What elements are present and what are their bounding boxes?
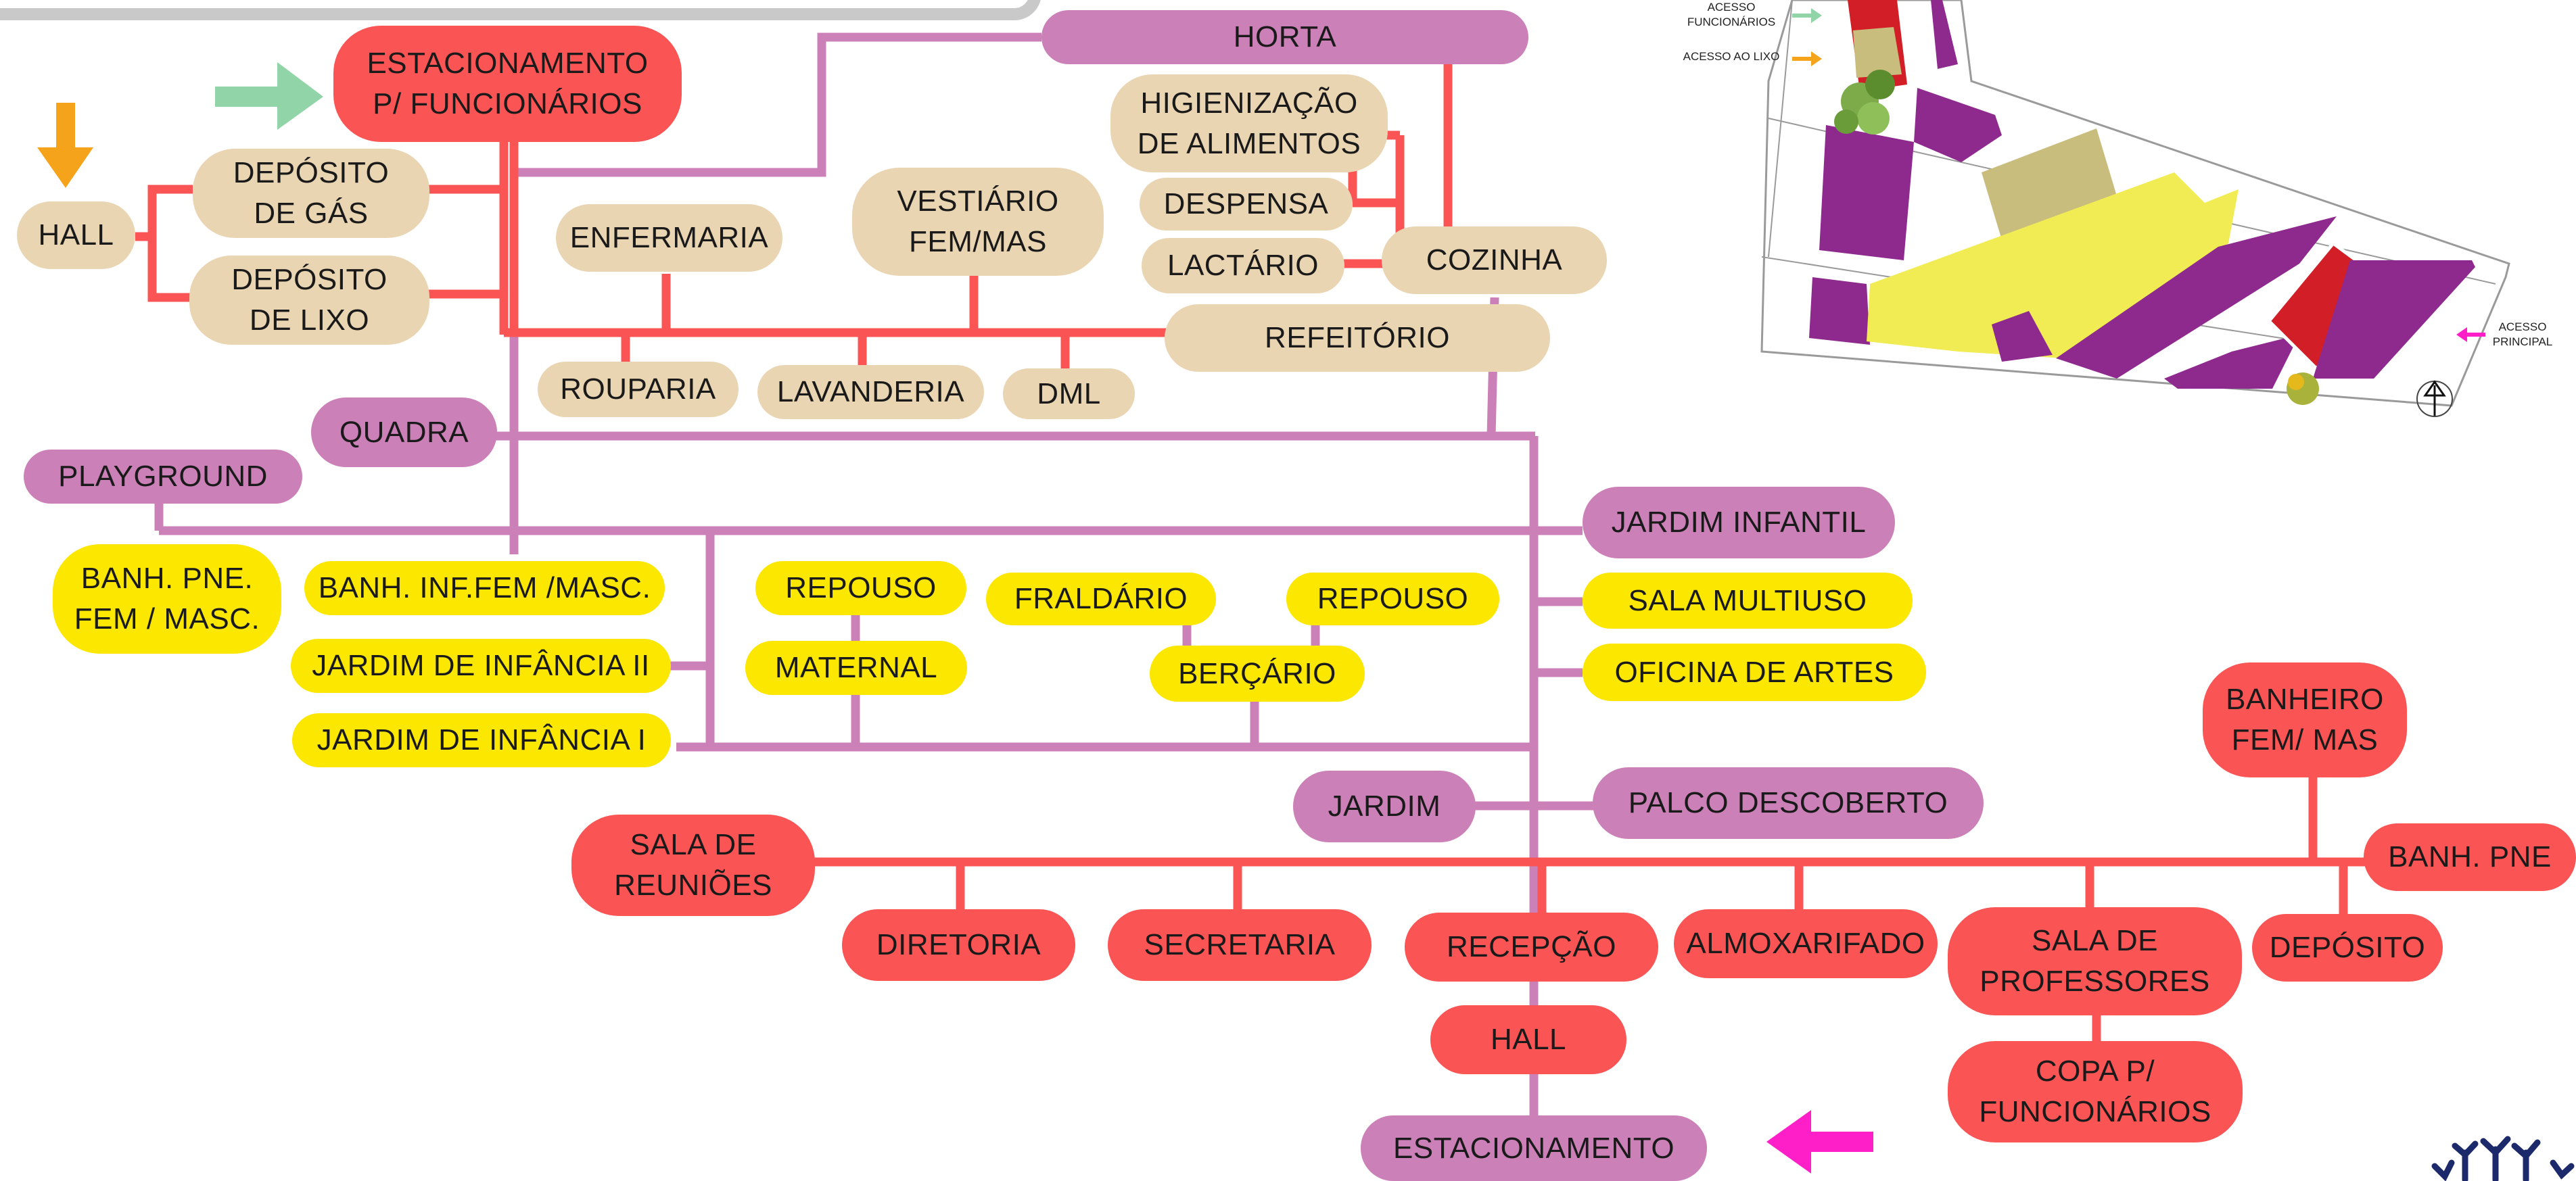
north-arrow-icon [2416, 380, 2453, 417]
legend-acesso-lixo: ACESSO AO LIXO [1683, 50, 1780, 63]
node-vestiario: VESTIÁRIO FEM/MAS [852, 168, 1104, 276]
node-repouso-1: REPOUSO [755, 561, 966, 615]
orange-arrow-icon [37, 103, 93, 188]
acesso-funcionarios-arrow-icon [1792, 8, 1822, 23]
node-dml: DML [1003, 368, 1135, 419]
node-recepcao: RECEPÇÃO [1405, 913, 1658, 982]
node-banh-pne: BANH. PNE [2364, 823, 2576, 891]
node-almoxarifado: ALMOXARIFADO [1674, 909, 1938, 978]
node-higienizacao: HIGIENIZAÇÃO DE ALIMENTOS [1110, 74, 1388, 172]
node-maternal: MATERNAL [745, 641, 967, 695]
node-palco-descoberto: PALCO DESCOBERTO [1593, 767, 1984, 839]
node-deposito-lixo: DEPÓSITO DE LIXO [189, 256, 429, 345]
node-jardim-infancia-2: JARDIM DE INFÂNCIA II [291, 639, 671, 693]
acesso-lixo-arrow-icon [1792, 51, 1822, 66]
node-secretaria: SECRETARIA [1108, 909, 1372, 981]
brand-logo-icon [2431, 1136, 2575, 1181]
tree-icon [1834, 70, 1895, 135]
node-playground: PLAYGROUND [24, 450, 302, 504]
site-plan [1760, 0, 2510, 417]
node-hall-bottom: HALL [1430, 1005, 1626, 1074]
green-arrow-icon [215, 62, 323, 130]
node-lactario: LACTÁRIO [1142, 238, 1344, 293]
node-rouparia: ROUPARIA [538, 362, 739, 417]
node-sala-multiuso: SALA MULTIUSO [1583, 573, 1913, 629]
node-jardim: JARDIM [1293, 771, 1476, 842]
node-deposito-gas: DEPÓSITO DE GÁS [193, 149, 429, 238]
arrow-icons [37, 62, 1873, 1174]
node-horta: HORTA [1041, 10, 1528, 64]
node-copa-funcionarios: COPA P/ FUNCIONÁRIOS [1948, 1041, 2243, 1142]
node-refeitorio: REFEITÓRIO [1165, 304, 1550, 372]
node-jardim-infantil: JARDIM INFANTIL [1583, 487, 1895, 558]
node-fraldario: FRALDÁRIO [986, 573, 1216, 625]
node-despensa: DESPENSA [1140, 178, 1353, 231]
legend-acesso-principal: ACESSO PRINCIPAL [2492, 320, 2553, 348]
tree-icon [2287, 372, 2319, 405]
node-estacionamento-funcionarios: ESTACIONAMENTO P/ FUNCIONÁRIOS [333, 26, 682, 142]
node-lavanderia: LAVANDERIA [757, 365, 984, 419]
node-deposito: DEPÓSITO [2252, 914, 2443, 982]
node-bercario: BERÇÁRIO [1150, 646, 1365, 702]
node-hall-top: HALL [17, 201, 135, 269]
node-sala-professores: SALA DE PROFESSORES [1948, 907, 2242, 1015]
node-enfermaria: ENFERMARIA [556, 204, 782, 272]
node-sala-reunioes: SALA DE REUNIÕES [571, 815, 815, 916]
node-banh-inf: BANH. INF.FEM /MASC. [304, 561, 665, 615]
node-banheiro-fem-mas: BANHEIRO FEM/ MAS [2203, 662, 2407, 777]
node-banh-pne-fem-masc: BANH. PNE. FEM / MASC. [53, 544, 281, 654]
acesso-principal-arrow-icon [2456, 327, 2485, 342]
node-oficina-artes: OFICINA DE ARTES [1583, 644, 1926, 701]
node-diretoria: DIRETORIA [842, 909, 1075, 981]
magenta-arrow-icon [1766, 1110, 1873, 1174]
node-estacionamento: ESTACIONAMENTO [1361, 1115, 1707, 1181]
node-quadra: QUADRA [311, 397, 497, 467]
legend-acesso-funcionarios: ACESSO FUNCIONÁRIOS [1687, 1, 1776, 28]
node-cozinha: COZINHA [1382, 226, 1607, 294]
node-jardim-infancia-1: JARDIM DE INFÂNCIA I [292, 713, 671, 767]
node-repouso-2: REPOUSO [1286, 573, 1499, 625]
